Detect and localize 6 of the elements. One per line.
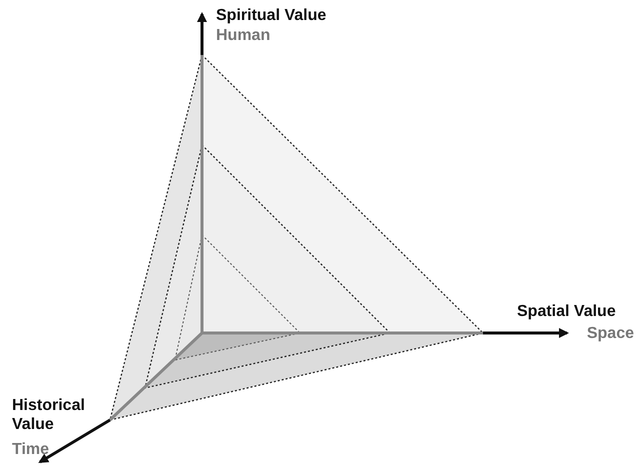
axis-label: Spatial Value xyxy=(517,302,616,321)
axis-label: Spiritual Value xyxy=(216,6,326,25)
axis-sublabel: Human xyxy=(216,26,270,45)
axis-label: Historical Value xyxy=(12,396,86,434)
axis-sublabel: Space xyxy=(586,324,634,343)
axis-sublabel: Time xyxy=(12,440,50,459)
